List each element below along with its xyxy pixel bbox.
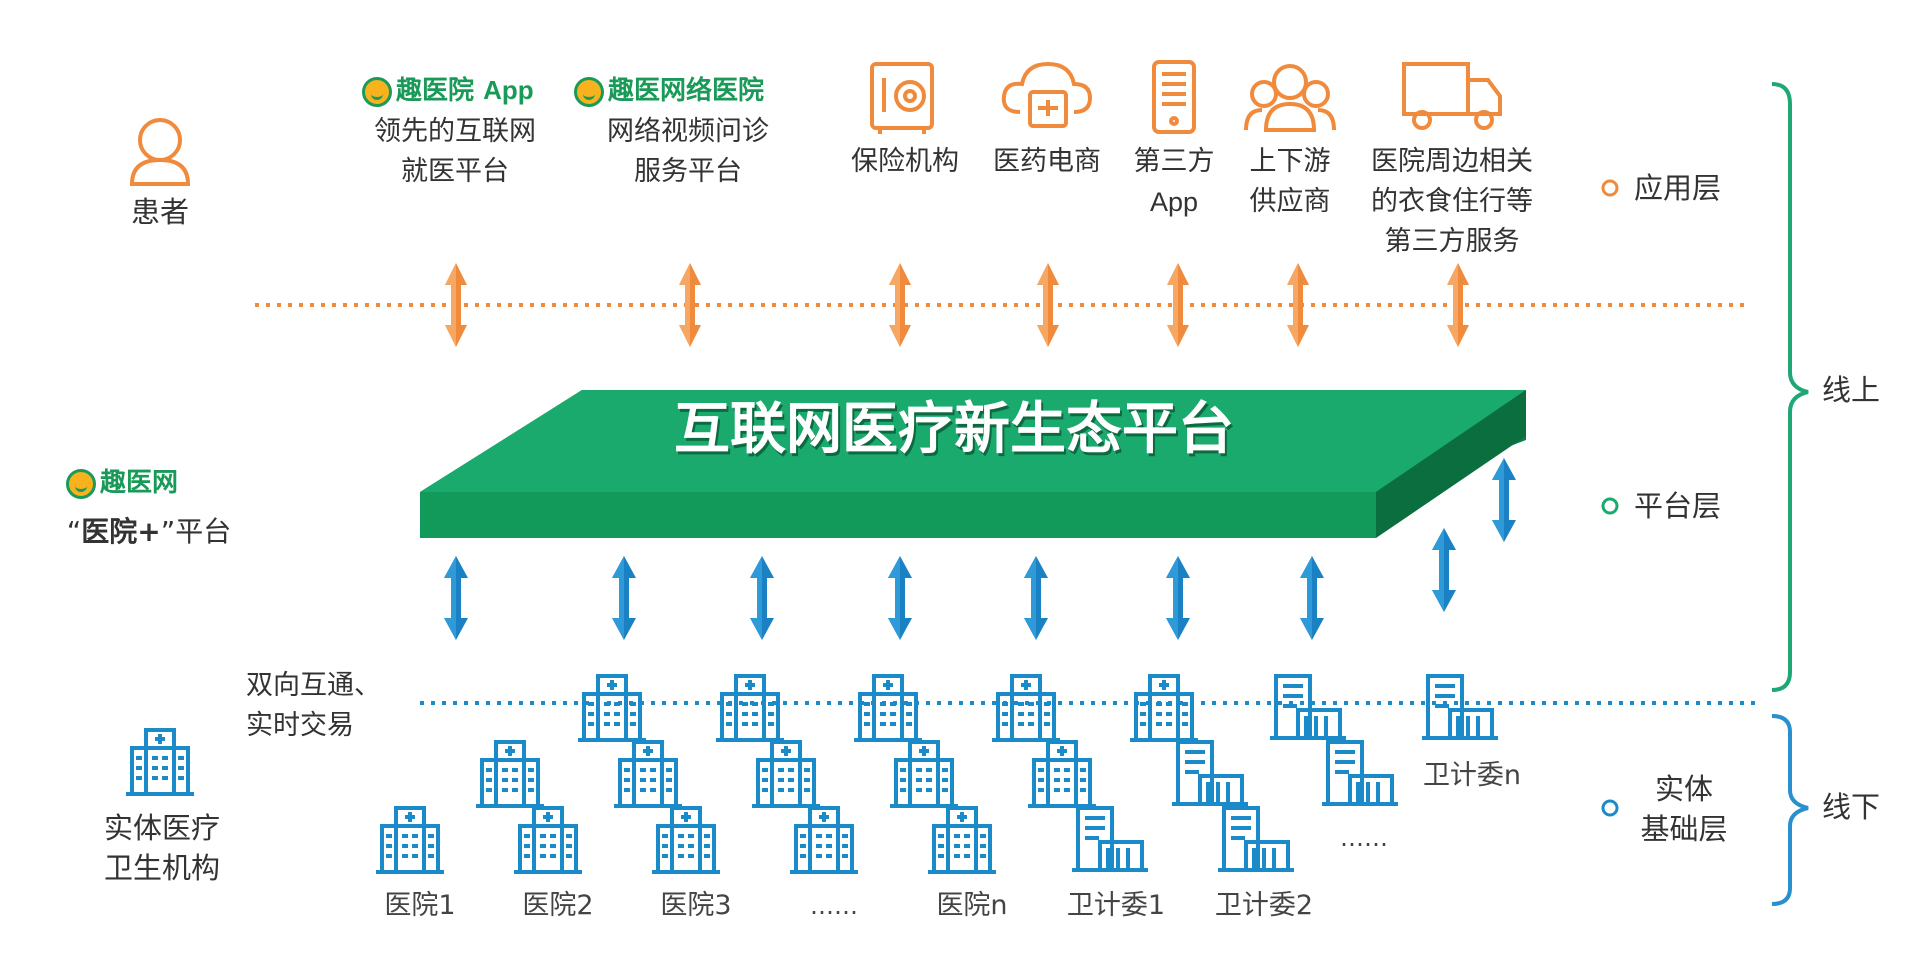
quote-open: “: [66, 515, 82, 548]
interconnect-line-2: 实时交易: [246, 710, 354, 741]
institutions-label-2: 卫生机构: [103, 851, 220, 885]
service-surrounding-label-2: 的衣食住行等: [1371, 186, 1533, 217]
phone-app-icon: [1152, 60, 1196, 134]
hospital-3-label: 医院3: [660, 890, 732, 921]
hospital-n-label: 医院n: [936, 890, 1008, 921]
hospital-ellipsis-label: ……: [810, 892, 858, 920]
qyy-app-name: 趣医院: [396, 76, 475, 106]
service-thirdparty-label-2: App: [1149, 187, 1199, 217]
platform-slab: [420, 390, 1526, 538]
interconnect-line-1: 双向互通、: [246, 670, 381, 701]
platform-word: 平台: [175, 515, 232, 548]
layer-physical-label-1: 实体: [1654, 772, 1713, 806]
cloud-shop-icon: [1001, 61, 1093, 128]
service-insurance-label: 保险机构: [851, 146, 959, 177]
qyy-app-suffix: App: [483, 75, 534, 105]
hospital-buildings: [374, 674, 1200, 874]
platform-title: 互联网医疗新生态平台: [674, 397, 1234, 462]
qyw-platform-desc: “医院+”平台: [44, 512, 254, 552]
online-label: 线上: [1822, 373, 1881, 407]
hospital-plus: 医院+: [81, 515, 161, 548]
people-icon: [1244, 64, 1336, 132]
patient-label: 患者: [130, 195, 189, 229]
quote-close: ”: [160, 515, 176, 548]
qyw-logo-icon: [66, 468, 96, 499]
qyy-network-logo: 趣医网络医院: [574, 70, 764, 107]
layer-physical-label-2: 基础层: [1640, 812, 1728, 846]
hospital-2-label: 医院2: [522, 890, 594, 921]
service-surrounding-label-1: 医院周边相关: [1371, 146, 1533, 177]
safe-icon: [870, 62, 934, 134]
online-bracket: [1771, 82, 1809, 692]
qyw-logo: 趣医网: [66, 462, 178, 499]
bullet-platform: [1601, 497, 1619, 515]
service-surrounding-label-3: 第三方服务: [1384, 226, 1520, 257]
wjw-n-label: 卫计委n: [1422, 760, 1522, 791]
bullet-application: [1601, 179, 1619, 197]
qyw-name: 趣医网: [100, 468, 179, 498]
service-thirdparty-label-1: 第三方: [1133, 146, 1215, 177]
institution-icon: [124, 728, 196, 796]
bullet-physical: [1601, 799, 1619, 817]
qyy-app-desc-2: 就医平台: [401, 156, 509, 187]
patient-icon: [129, 118, 191, 186]
qyy-network-logo-icon: [574, 76, 604, 107]
hospital-1-label: 医院1: [384, 890, 456, 921]
service-supplier-label-2: 供应商: [1249, 186, 1331, 217]
wjw-ellipsis-label: ……: [1340, 824, 1388, 852]
qyy-app-desc-1: 领先的互联网: [374, 116, 536, 147]
qyy-network-name: 趣医网络医院: [608, 76, 765, 106]
layer-application-label: 应用层: [1634, 171, 1722, 205]
service-supplier-label-1: 上下游: [1249, 146, 1331, 177]
qyy-network-desc-1: 网络视频问诊: [607, 116, 769, 147]
service-pharmacy-label: 医药电商: [993, 146, 1101, 177]
qyy-app-logo: 趣医院 App: [362, 70, 534, 107]
qyy-logo-icon: [362, 76, 392, 107]
layer-platform-label: 平台层: [1634, 489, 1722, 523]
qyy-network-desc-2: 服务平台: [634, 156, 742, 187]
truck-icon: [1402, 62, 1502, 130]
offline-bracket: [1771, 714, 1809, 906]
institutions-label-1: 实体医疗: [103, 811, 220, 845]
offline-label: 线下: [1822, 790, 1881, 824]
wjw-2-label: 卫计委2: [1214, 890, 1314, 921]
wjw-1-label: 卫计委1: [1066, 890, 1166, 921]
